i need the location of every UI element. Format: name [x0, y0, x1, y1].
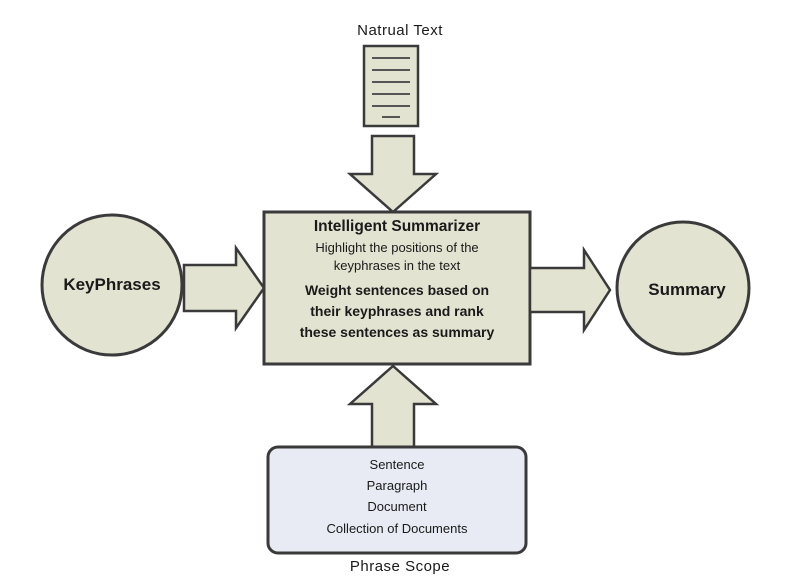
summarizer-step-text: keyphrases in the text — [333, 258, 461, 273]
scope-item: Paragraph — [366, 478, 428, 493]
scope-item: Collection of Documents — [326, 521, 468, 536]
scope-item: Sentence — [369, 457, 425, 472]
keyphrases-circle — [40, 213, 184, 357]
summarizer-box: Intelligent Summarizer Highlight the pos… — [264, 212, 530, 364]
summary-circle — [615, 220, 751, 356]
summarizer-step-text: these sentences as summary — [299, 324, 495, 340]
document-icon — [362, 44, 420, 128]
arrow-down-icon — [346, 134, 440, 214]
phrase-scope-label: Phrase Scope — [349, 558, 451, 575]
summary-label: Summary — [648, 280, 726, 299]
summarizer-title: Intelligent Summarizer — [313, 218, 481, 235]
arrow-up-icon — [346, 364, 440, 449]
arrow-right-icon — [528, 245, 612, 335]
natural-text-label: Natrual Text — [357, 22, 443, 39]
scope-item: Document — [367, 499, 427, 514]
keyphrases-label: KeyPhrases — [63, 275, 161, 294]
summarizer-step-text: Weight sentences based on — [304, 282, 490, 298]
summarizer-step-text: their keyphrases and rank — [310, 303, 484, 319]
phrase-scope-box: Sentence Paragraph Document Collection o… — [268, 447, 526, 553]
summarizer-box-shape — [262, 210, 532, 366]
arrow-right-icon — [182, 244, 266, 332]
scope-box-shape — [266, 445, 528, 555]
summarizer-step-text: Highlight the positions of the — [315, 240, 479, 255]
